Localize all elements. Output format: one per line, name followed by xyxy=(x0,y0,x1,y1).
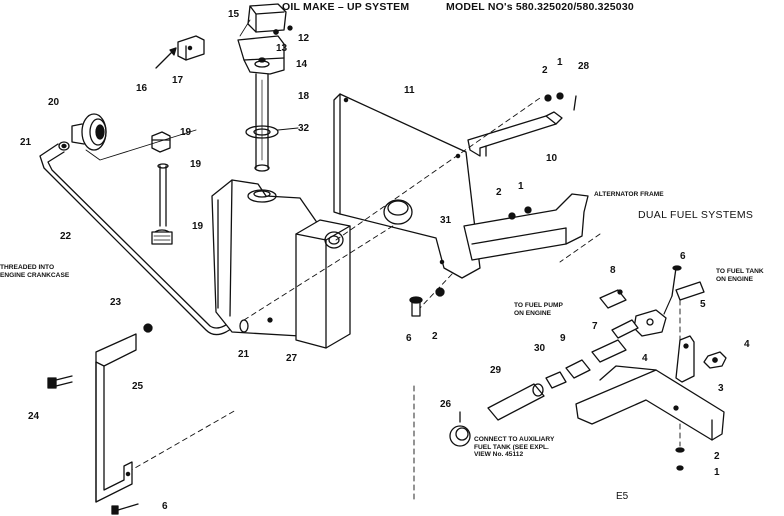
callout-1-top: 1 xyxy=(557,57,563,68)
part-25-strap xyxy=(95,333,137,503)
callout-19-fitting: 19 xyxy=(192,221,204,232)
part-31-grommet xyxy=(383,199,413,225)
fuel-valve xyxy=(633,295,673,337)
annotation-fuel-pump: TO FUEL PUMP ON ENGINE xyxy=(514,302,563,317)
annotation-auxiliary-line3: VIEW No. 45112 xyxy=(474,451,524,459)
callout-3: 3 xyxy=(718,383,724,394)
annotation-auxiliary: CONNECT TO AUXILIARY FUEL TANK (SEE EXPL… xyxy=(474,436,554,459)
callout-16: 16 xyxy=(136,83,148,94)
callout-20: 20 xyxy=(48,97,60,108)
part-24-bolt xyxy=(47,375,73,389)
callout-5: 5 xyxy=(700,299,706,310)
part-11-panel xyxy=(333,93,481,279)
annotation-fuel-tank: TO FUEL TANK ON ENGINE xyxy=(716,268,764,283)
part-26-cap xyxy=(449,411,471,447)
section-dual-fuel: DUAL FUEL SYSTEMS xyxy=(638,209,754,221)
annotation-threaded-line1: THREADED INTO xyxy=(0,264,55,271)
callout-14: 14 xyxy=(296,59,308,70)
annotation-fuel-pump-line1: TO FUEL PUMP xyxy=(514,302,563,309)
callout-21-bottom: 21 xyxy=(238,349,250,360)
callout-30: 30 xyxy=(534,343,546,354)
part-15-cap xyxy=(247,3,287,33)
part-4-bracket xyxy=(675,335,695,383)
model-numbers: MODEL NO's 580.325020/580.325030 xyxy=(446,1,634,13)
callout-11: 11 xyxy=(404,85,415,96)
annotation-threaded: THREADED INTO ENGINE CRANKCASE xyxy=(0,264,69,279)
callout-15: 15 xyxy=(228,9,240,20)
callout-23: 23 xyxy=(110,297,122,308)
part-17-bracket xyxy=(177,35,205,61)
annotation-auxiliary-line1: CONNECT TO AUXILIARY xyxy=(474,436,555,443)
callout-29: 29 xyxy=(490,365,502,376)
annotation-alternator: ALTERNATOR FRAME xyxy=(594,191,664,198)
part-14-bracket xyxy=(237,35,285,75)
callout-2-lower: 2 xyxy=(714,451,720,462)
part-18-dipstick-tube xyxy=(254,73,270,172)
part-10-arm xyxy=(467,111,563,157)
callout-25: 25 xyxy=(132,381,144,392)
callout-2-mid: 2 xyxy=(496,187,502,198)
part-3-bracket xyxy=(575,365,725,441)
callout-2-top: 2 xyxy=(542,65,548,76)
callout-4-nut: 4 xyxy=(744,339,750,350)
callout-9: 9 xyxy=(560,333,566,344)
figure-code: E5 xyxy=(616,491,629,502)
part-16-screw xyxy=(155,47,177,69)
part-32-gasket xyxy=(245,125,299,139)
annotation-fuel-pump-line2: ON ENGINE xyxy=(514,309,552,317)
callout-1-mid: 1 xyxy=(518,181,524,192)
annotation-fuel-tank-line2: ON ENGINE xyxy=(716,275,754,283)
alternator-frame xyxy=(463,193,589,261)
callout-2-center: 2 xyxy=(432,331,438,342)
reference-lines xyxy=(127,97,681,501)
part-8-hose xyxy=(599,289,627,309)
callout-24: 24 xyxy=(28,411,40,422)
annotation-threaded-line2: ENGINE CRANKCASE xyxy=(0,271,70,279)
callout-19-nut: 19 xyxy=(180,127,192,138)
annotation-fuel-tank-line1: TO FUEL TANK xyxy=(716,268,764,275)
callout-26: 26 xyxy=(440,399,452,410)
part-9-hose xyxy=(591,339,627,363)
part-20-filler-cap xyxy=(71,113,107,151)
callout-13: 13 xyxy=(276,43,288,54)
callout-7: 7 xyxy=(592,321,598,332)
callout-21-top: 21 xyxy=(20,137,32,148)
callout-6-right: 6 xyxy=(680,251,686,262)
callout-17: 17 xyxy=(172,75,184,86)
callout-32: 32 xyxy=(298,123,310,134)
part-29-hose xyxy=(487,383,545,421)
part-30-fitting xyxy=(545,359,591,389)
callout-19-tube: 19 xyxy=(190,159,202,170)
part-5-hose xyxy=(675,281,705,301)
callout-18: 18 xyxy=(298,91,310,102)
part-19-stack xyxy=(151,131,173,245)
part-27-oil-tank xyxy=(211,179,351,349)
callout-10: 10 xyxy=(546,153,558,164)
center-bolt xyxy=(409,287,445,317)
callout-31: 31 xyxy=(440,215,452,226)
callout-6-bottom: 6 xyxy=(162,501,168,512)
part-21-fitting xyxy=(58,141,70,151)
callout-6-center: 6 xyxy=(406,333,412,344)
callout-4-valve: 4 xyxy=(642,353,648,364)
callout-28: 28 xyxy=(578,61,590,72)
callout-27: 27 xyxy=(286,353,298,364)
callout-8: 8 xyxy=(610,265,616,276)
callout-1-lower: 1 xyxy=(714,467,720,478)
part-6-screw-bottom xyxy=(111,503,139,515)
diagram-title: OIL MAKE – UP SYSTEM xyxy=(282,1,410,13)
annotation-auxiliary-line2: FUEL TANK (SEE EXPL. xyxy=(474,443,549,451)
callout-12: 12 xyxy=(298,33,310,44)
callout-22: 22 xyxy=(60,231,72,242)
